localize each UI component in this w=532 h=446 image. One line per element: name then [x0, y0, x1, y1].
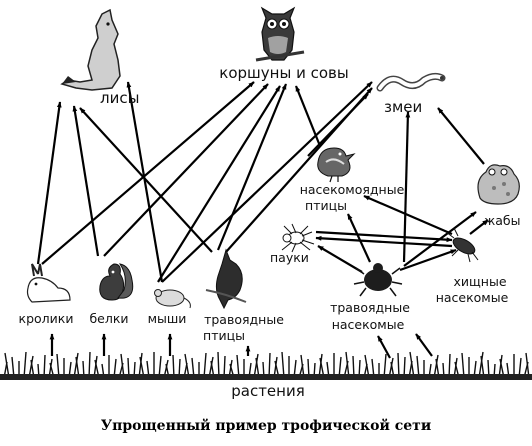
arrow-predatory-insects-to-insectivorous-birds	[363, 194, 453, 236]
arrow-toads-to-snakes	[437, 107, 485, 165]
fox-icon	[60, 8, 121, 91]
arrow-squirrels-to-raptors	[103, 83, 269, 257]
node-label-squirrels: белки	[89, 311, 128, 326]
node-label-toads: жабы	[484, 213, 521, 228]
arrow-predatory-insects-to-toads	[469, 219, 489, 235]
node-label-spiders: пауки	[270, 250, 309, 265]
node-label-herbivorous-insects-line2: насекомые	[332, 317, 405, 332]
arrow-plants-to-herbivorous-insects	[377, 335, 391, 359]
arrow-mice-to-snakes	[161, 81, 373, 283]
mouse-icon	[154, 289, 191, 309]
node-label-herbivorous-birds-line2: птицы	[203, 328, 245, 343]
node-label-plants: растения	[231, 382, 305, 400]
rabbit-icon	[26, 263, 71, 303]
node-label-herbivorous-birds-line1: травоядные	[204, 312, 284, 327]
arrow-predatory-insects-to-spiders	[315, 235, 453, 248]
arrow-insectivorous-birds-to-raptors	[294, 85, 322, 147]
arrow-herbivorous-insects-to-spiders	[317, 245, 363, 273]
squirrel-icon	[99, 263, 134, 301]
arrow-herbivorous-insects-to-snakes	[402, 111, 411, 263]
arrow-squirrels-to-foxes	[72, 105, 100, 257]
arrow-plants-to-herbivorous-insects	[415, 333, 433, 357]
predatory-insect-icon	[445, 227, 479, 263]
arrow-spiders-to-predatory-insects	[315, 230, 453, 243]
arrow-insectivorous-birds-to-snakes	[307, 93, 369, 157]
spider-icon	[281, 223, 315, 253]
node-label-insectivorous-birds-line2: птицы	[305, 198, 347, 213]
arrows-layer	[36, 81, 489, 359]
node-label-predatory-insects-line1: хищные	[453, 274, 506, 289]
bird-icon	[317, 147, 356, 183]
node-label-insectivorous-birds-line1: насекомоядные	[300, 182, 405, 197]
arrow-mice-to-foxes	[126, 81, 164, 283]
arrow-rabbits-to-raptors	[41, 81, 255, 265]
arrow-herbivorous-birds-to-raptors	[216, 83, 288, 251]
toad-icon	[477, 164, 520, 205]
beetle-icon	[353, 263, 403, 297]
node-label-predatory-insects-line2: насекомые	[436, 290, 509, 305]
arrow-herbivorous-insects-to-predatory-insects	[399, 248, 457, 272]
node-label-mice: мыши	[148, 311, 187, 326]
node-label-foxes: лисы	[100, 89, 139, 107]
arrow-rabbits-to-foxes	[36, 101, 62, 265]
arrow-mice-to-raptors	[157, 85, 281, 283]
grass-icon	[0, 351, 532, 380]
node-label-rabbits: кролики	[19, 311, 74, 326]
diagram-caption: Упрощенный пример трофической сети	[101, 417, 431, 434]
node-label-raptors: коршуны и совы	[219, 64, 348, 82]
node-label-herbivorous-insects-line1: травоядные	[330, 300, 410, 315]
cardinal-icon	[205, 248, 247, 310]
owl-icon	[255, 6, 305, 62]
arrow-herbivorous-birds-to-foxes	[79, 107, 213, 253]
snake-icon	[376, 72, 446, 92]
node-label-snakes: змеи	[384, 98, 422, 116]
arrow-herbivorous-insects-to-insectivorous-birds	[347, 213, 371, 263]
